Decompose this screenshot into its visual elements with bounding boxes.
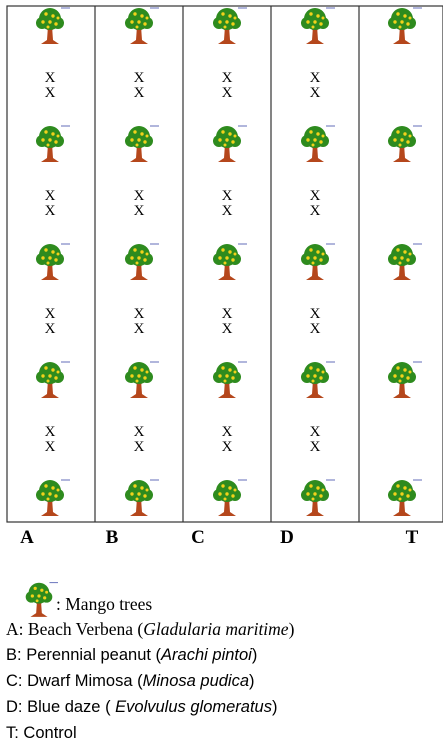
x-mark: X xyxy=(45,70,56,86)
x-mark: X xyxy=(134,439,145,455)
x-mark: X xyxy=(310,188,321,204)
legend-code-text: A xyxy=(6,619,19,639)
x-mark: X xyxy=(134,85,145,101)
mango-tree-icon xyxy=(388,362,422,398)
x-mark: X xyxy=(45,188,56,204)
legend-code-text: C xyxy=(6,672,18,690)
legend-sep-text: : xyxy=(18,672,27,690)
legend-code-text: B xyxy=(6,646,17,664)
x-mark: X xyxy=(45,439,56,455)
legend-pre-text: ( xyxy=(133,672,143,690)
legend-code-text: D xyxy=(6,698,18,716)
legend-name-text: Beach Verbena xyxy=(28,619,133,639)
x-mark: X xyxy=(134,203,145,219)
mango-tree-icon xyxy=(213,480,247,516)
column-label-d: D xyxy=(280,527,294,548)
x-mark: X xyxy=(222,439,233,455)
mango-tree-icon xyxy=(36,244,70,280)
mango-tree-icon xyxy=(213,8,247,44)
legend-sep-text: : xyxy=(18,698,27,716)
mango-tree-icon xyxy=(213,126,247,162)
legend-pre-text: ( xyxy=(151,646,161,664)
mango-tree-icon xyxy=(301,480,335,516)
mango-tree-icon xyxy=(301,8,335,44)
legend-post-text: ) xyxy=(249,672,255,690)
column-label-a: A xyxy=(20,527,34,548)
column-label-t: T xyxy=(406,527,419,548)
x-mark: X xyxy=(310,85,321,101)
legend: : Mango trees A: Beach Verbena (Gladular… xyxy=(6,592,294,746)
legend-item-t: T: Control xyxy=(6,720,294,746)
mango-tree-icon xyxy=(125,244,159,280)
mango-tree-icon xyxy=(125,362,159,398)
legend-tree-label: : Mango trees xyxy=(56,594,152,614)
x-mark: X xyxy=(222,70,233,86)
x-mark: X xyxy=(310,424,321,440)
legend-post-text: ) xyxy=(252,646,258,664)
mango-tree-icon xyxy=(36,480,70,516)
mango-tree-icon xyxy=(388,126,422,162)
mango-tree-icon xyxy=(301,244,335,280)
x-mark: X xyxy=(45,306,56,322)
legend-sep-text: : xyxy=(17,646,26,664)
x-mark: X xyxy=(222,321,233,337)
legend-name-text: Control xyxy=(23,724,76,742)
legend-item-d: D: Blue daze ( Evolvulus glomeratus) xyxy=(6,694,294,720)
x-mark: X xyxy=(134,424,145,440)
x-mark: X xyxy=(45,203,56,219)
mango-tree-icon xyxy=(36,362,70,398)
legend-item-a: A: Beach Verbena (Gladularia maritime) xyxy=(6,617,294,642)
mango-tree-icon xyxy=(301,362,335,398)
legend-pre-text: ( xyxy=(133,619,143,639)
legend-name-text: Perennial peanut xyxy=(26,646,151,664)
x-mark: X xyxy=(310,439,321,455)
mango-tree-icon xyxy=(36,8,70,44)
mango-tree-icon xyxy=(388,244,422,280)
column-label-c: C xyxy=(191,527,205,548)
legend-items: A: Beach Verbena (Gladularia maritime)B:… xyxy=(6,617,294,746)
mango-tree-icon xyxy=(388,8,422,44)
mango-tree-icon xyxy=(125,480,159,516)
mango-tree-icon xyxy=(213,244,247,280)
x-mark: X xyxy=(310,203,321,219)
x-mark: X xyxy=(310,321,321,337)
legend-code-text: T xyxy=(6,724,14,742)
x-mark: X xyxy=(134,321,145,337)
legend-name-text: Dwarf Mimosa xyxy=(27,672,132,690)
x-mark: X xyxy=(222,424,233,440)
x-mark: X xyxy=(310,70,321,86)
legend-pre-text: ( xyxy=(100,698,115,716)
x-mark: X xyxy=(222,85,233,101)
legend-post-text: ) xyxy=(272,698,278,716)
mango-tree-icon xyxy=(125,8,159,44)
legend-sci-text: Minosa pudica xyxy=(143,672,249,690)
mango-tree-icon xyxy=(388,480,422,516)
x-mark: X xyxy=(222,203,233,219)
mango-tree-icon xyxy=(301,126,335,162)
x-mark: X xyxy=(134,306,145,322)
mango-tree-icon xyxy=(213,362,247,398)
x-mark: X xyxy=(45,424,56,440)
x-mark: X xyxy=(134,188,145,204)
mango-tree-icon xyxy=(36,126,70,162)
legend-item-b: B: Perennial peanut (Arachi pintoi) xyxy=(6,642,294,668)
x-mark: X xyxy=(310,306,321,322)
x-mark: X xyxy=(45,85,56,101)
legend-item-c: C: Dwarf Mimosa (Minosa pudica) xyxy=(6,668,294,694)
x-mark: X xyxy=(222,188,233,204)
x-mark: X xyxy=(222,306,233,322)
x-mark: X xyxy=(134,70,145,86)
column-label-b: B xyxy=(106,527,119,548)
legend-sep-text: : xyxy=(19,619,28,639)
mango-tree-icon xyxy=(125,126,159,162)
legend-sci-text: Arachi pintoi xyxy=(161,646,252,664)
legend-sci-text: Evolvulus glomeratus xyxy=(115,698,272,716)
legend-post-text: ) xyxy=(289,619,295,639)
legend-tree-row: : Mango trees xyxy=(6,592,294,617)
legend-sci-text: Gladularia maritime xyxy=(143,619,288,639)
x-mark: X xyxy=(45,321,56,337)
legend-name-text: Blue daze xyxy=(27,698,100,716)
